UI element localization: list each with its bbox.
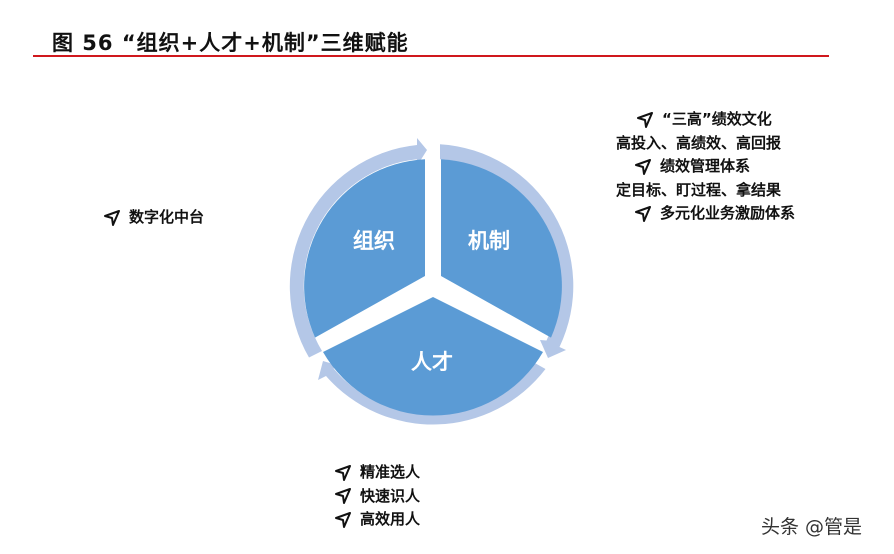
- list-item: 绩效管理体系: [634, 155, 795, 179]
- list-item: 定目标、盯过程、拿结果: [616, 179, 795, 203]
- pie-segments: [304, 159, 562, 416]
- list-item: 精准选人: [334, 461, 420, 485]
- list-item: 高效用人: [334, 508, 420, 532]
- segment-talent: [323, 297, 543, 416]
- segment-mechanism: [441, 159, 562, 338]
- segment-label-mechanism: 机制: [468, 229, 510, 253]
- list-item: 多元化业务激励体系: [634, 202, 795, 226]
- arrow-bullet-icon: [335, 511, 351, 528]
- ring-arrow-top-icon: [289, 138, 427, 358]
- ring-arrow-left-icon: [318, 361, 546, 425]
- note-text: 高投入、高绩效、高回报: [616, 133, 782, 152]
- note-bottom: 精准选人 快速识人 高效用人: [334, 461, 420, 532]
- note-text: 快速识人: [360, 486, 421, 505]
- note-text: 多元化业务激励体系: [660, 204, 796, 222]
- list-item: 高投入、高绩效、高回报: [616, 132, 795, 156]
- segment-label-talent: 人才: [411, 350, 453, 374]
- arrow-bullet-icon: [335, 464, 351, 481]
- segment-label-organization: 组织: [353, 229, 395, 253]
- list-item: 数字化中台: [103, 206, 204, 230]
- note-left: 数字化中台: [103, 206, 204, 230]
- watermark: 头条 @管是: [761, 516, 863, 538]
- segment-organization: [304, 159, 425, 338]
- ring-arrows: [289, 138, 574, 425]
- arrow-bullet-icon: [635, 205, 651, 222]
- title-underline: [33, 55, 829, 57]
- arrow-bullet-icon: [637, 111, 653, 128]
- arrow-bullet-icon: [335, 488, 351, 505]
- figure-title: 图 56 “组织+人才+机制”三维赋能: [52, 31, 409, 55]
- note-text: 精准选人: [360, 463, 421, 481]
- note-right: “三高”绩效文化 高投入、高绩效、高回报 绩效管理体系 定目标、盯过程、拿结果 …: [616, 108, 795, 226]
- list-item: 快速识人: [334, 485, 420, 509]
- arrow-bullet-icon: [104, 209, 120, 226]
- list-item: “三高”绩效文化: [636, 108, 795, 132]
- note-text: 绩效管理体系: [660, 157, 751, 175]
- note-text: 定目标、盯过程、拿结果: [616, 180, 782, 199]
- note-text: 数字化中台: [129, 208, 205, 226]
- note-text: “三高”绩效文化: [662, 110, 772, 128]
- note-text: 高效用人: [360, 510, 421, 528]
- arrow-bullet-icon: [635, 158, 651, 175]
- ring-arrow-right-icon: [440, 144, 574, 358]
